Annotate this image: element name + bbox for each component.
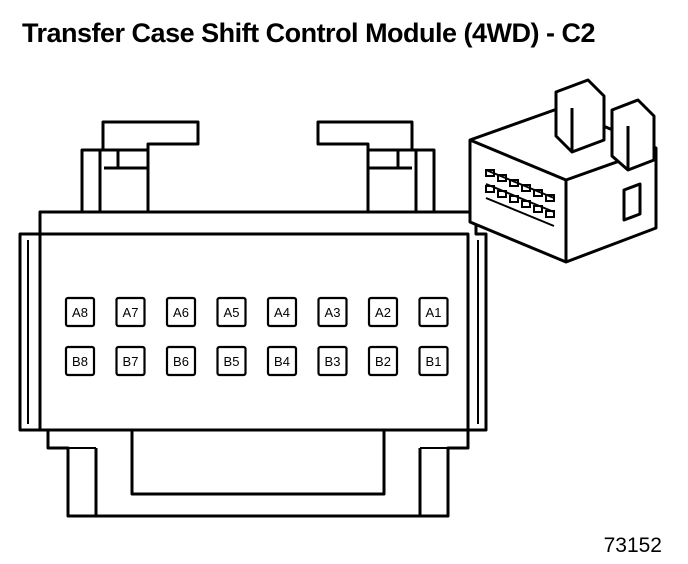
pin-label: A7	[123, 305, 139, 320]
pin-label: B2	[375, 354, 391, 369]
pin-b2: B2	[367, 345, 399, 377]
connector-isometric-view	[468, 78, 658, 264]
pin-b3: B3	[317, 345, 348, 377]
pin-label: B1	[426, 354, 442, 369]
pin-b7: B7	[115, 345, 146, 377]
figure-number: 73152	[603, 534, 662, 557]
pin-label: A4	[274, 305, 290, 320]
pin-label: A2	[375, 305, 391, 320]
pin-b6: B6	[165, 345, 197, 377]
pin-label: B7	[123, 354, 139, 369]
pin-b5: B5	[216, 345, 247, 377]
pin-label: A5	[224, 305, 240, 320]
pin-a3: A3	[317, 296, 348, 328]
pin-label: B5	[224, 354, 240, 369]
pin-a8: A8	[64, 296, 96, 328]
pin-b4: B4	[266, 345, 298, 377]
pin-a1: A1	[418, 296, 449, 328]
pin-a4: A4	[266, 296, 298, 328]
pin-label: A8	[72, 305, 88, 320]
connector-body	[18, 210, 488, 518]
diagram-title: Transfer Case Shift Control Module (4WD)…	[22, 18, 596, 48]
pin-a2: A2	[367, 296, 399, 328]
pin-a6: A6	[165, 296, 197, 328]
pin-label: B6	[173, 354, 189, 369]
pin-label: B4	[274, 354, 290, 369]
pin-b8: B8	[64, 345, 96, 377]
pin-a5: A5	[216, 296, 247, 328]
pin-label: B8	[72, 354, 88, 369]
pin-a7: A7	[115, 296, 146, 328]
pin-label: B3	[325, 354, 341, 369]
pin-b1: B1	[418, 345, 449, 377]
pin-label: A1	[426, 305, 442, 320]
pin-label: A6	[173, 305, 189, 320]
pin-label: A3	[325, 305, 341, 320]
